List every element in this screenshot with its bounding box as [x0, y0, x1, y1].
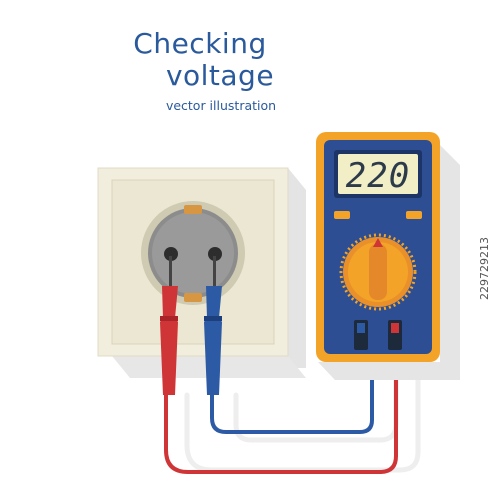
meter-button-left [334, 211, 350, 219]
lcd-screen [338, 154, 418, 194]
red-lead-cable [164, 358, 398, 474]
stock-id: 229729213 [478, 237, 491, 300]
socket-hole-left [164, 247, 178, 261]
blue-lead-cable [210, 358, 374, 434]
multimeter: 220 [316, 132, 460, 380]
lcd-readout: 220 [346, 156, 410, 196]
page-title-line1: Checking [133, 27, 267, 60]
red-probe [160, 256, 178, 395]
page-subtitle: vector illustration [165, 98, 277, 113]
test-leads [164, 358, 421, 474]
wall-outlet [97, 167, 306, 378]
blue-probe [204, 256, 222, 395]
page-title-line2: voltage [165, 59, 275, 92]
socket-hole-right [208, 247, 222, 261]
dial-knob [369, 244, 387, 300]
title-block: Checking voltage vector illustration [0, 27, 400, 114]
meter-button-right [406, 211, 422, 219]
dial-indicator [373, 238, 383, 247]
